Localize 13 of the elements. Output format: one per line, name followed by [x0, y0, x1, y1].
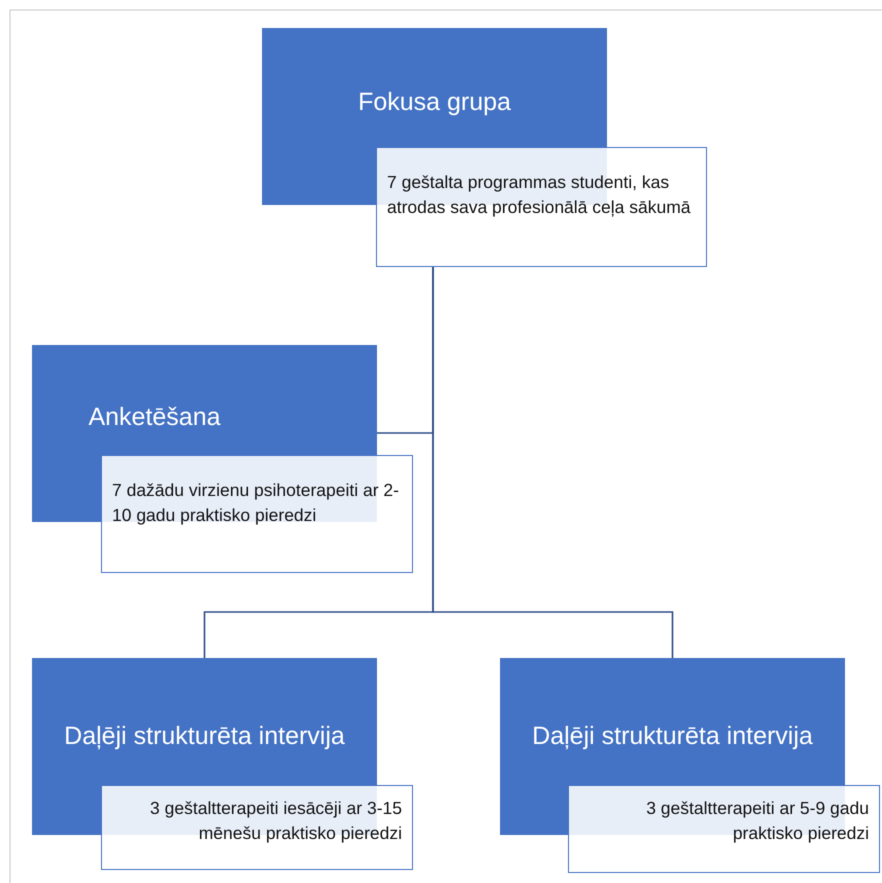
method-title: Anketēšana — [88, 403, 221, 432]
participants-box — [101, 455, 413, 573]
participants-text: 7 geštalta programmas studenti, kas atrodas sava profesionālā ceļa sākumā — [387, 171, 692, 219]
participants-text: 3 geštaltterapeiti ar 5-9 gadu praktisko pieredzi — [645, 797, 869, 845]
method-title: Daļēji strukturēta intervija — [532, 722, 813, 751]
method-title: Fokusa grupa — [358, 88, 511, 117]
participants-text: 7 dažādu virzienu psihoterapeiti ar 2-10 gadu praktisko pieredzi — [112, 479, 400, 527]
method-title: Daļēji strukturēta intervija — [64, 722, 345, 751]
participants-text: 3 geštaltterapeiti iesācēji ar 3-15 mēnešu praktisko pieredzi — [149, 797, 402, 845]
participants-box — [376, 147, 707, 267]
connector-line — [432, 267, 674, 658]
participants-box — [101, 785, 413, 870]
participants-box — [568, 785, 880, 873]
